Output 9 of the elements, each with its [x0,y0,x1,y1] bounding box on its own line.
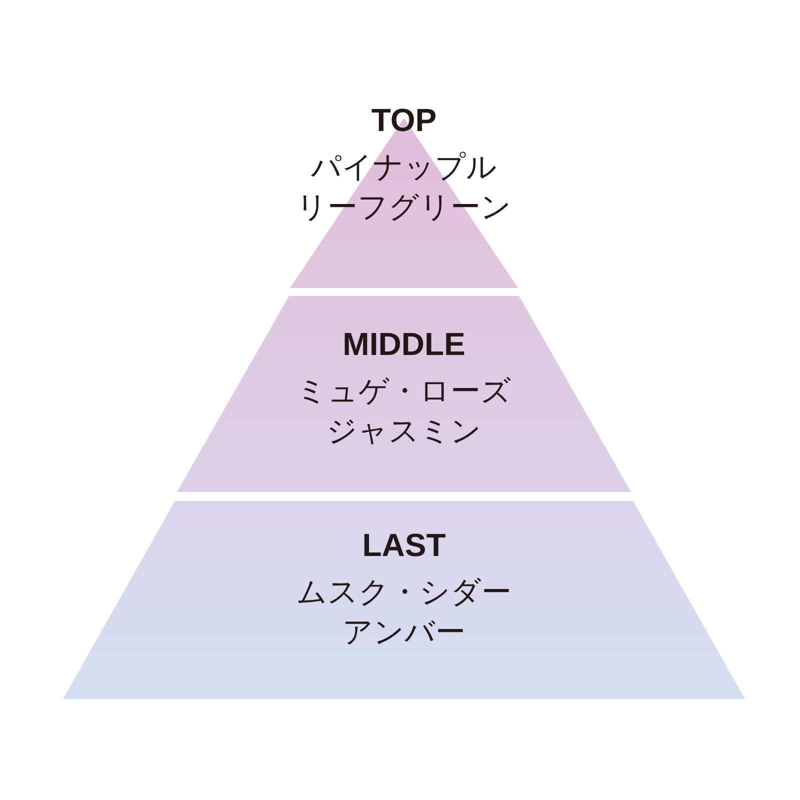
note-name: アンバー [342,614,466,652]
tier-heading: TOP [371,101,437,140]
tier-heading: MIDDLE [342,325,466,364]
note-name: ジャスミン [326,413,482,452]
tier-heading: LAST [362,526,446,565]
note-name: リーフグリーン [296,189,512,228]
note-name: パイナップル [311,148,497,187]
note-name: ムスク・シダー [296,574,512,612]
note-name: ミュゲ・ローズ [296,372,512,411]
